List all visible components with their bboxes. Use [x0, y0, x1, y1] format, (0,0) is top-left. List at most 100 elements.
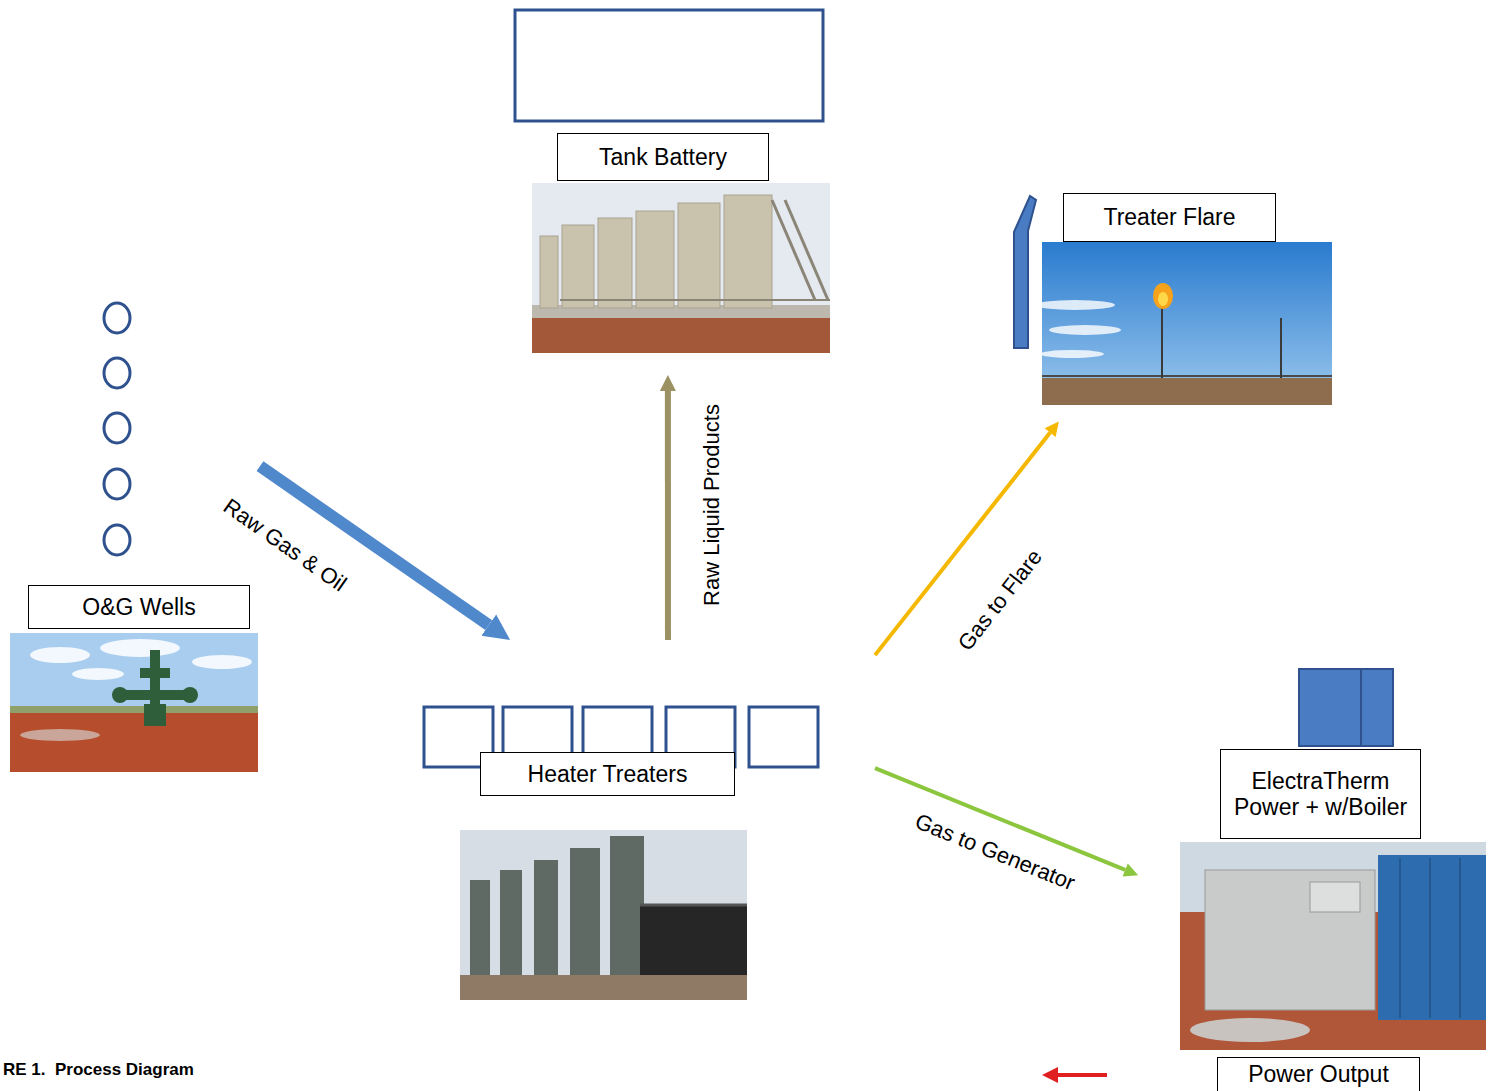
- flow-arrow: [875, 433, 1050, 656]
- wellhead-photo: [120, 690, 190, 700]
- well-symbol: [104, 358, 130, 388]
- wellhead-photo: [100, 639, 180, 657]
- heater-treater-photo: [460, 830, 747, 1000]
- heater-treater-photo: [460, 975, 747, 1000]
- wellhead-photo: [30, 647, 90, 663]
- tank-battery-photo: [540, 236, 558, 308]
- label-box: Tank Battery: [557, 133, 769, 181]
- label-box: O&G Wells: [28, 585, 250, 629]
- flare-photo: [1158, 292, 1168, 306]
- flare-photo: [1035, 300, 1115, 310]
- tank-battery-photo: [772, 200, 815, 300]
- heater-treater-photo: [610, 836, 644, 975]
- heater-treater-photo: [534, 860, 558, 975]
- heater-treater-photo: [640, 904, 747, 907]
- flare-photo: [1035, 242, 1332, 405]
- tank-battery-photo: [532, 183, 830, 353]
- figure-caption: RE 1. Process Diagram: [3, 1060, 194, 1080]
- tank-battery-photo: [785, 200, 828, 300]
- label-box: Power Output: [1217, 1057, 1420, 1091]
- flare-photo: [1042, 378, 1332, 405]
- generator-photo: [1378, 855, 1486, 1020]
- power-arrow: [1056, 1073, 1107, 1077]
- heater-treater-photo: [570, 848, 600, 975]
- tank-battery-photo: [532, 318, 830, 353]
- tank-symbol: [515, 10, 823, 121]
- flare-photo: [1042, 242, 1332, 405]
- flare-photo: [1153, 283, 1173, 309]
- tank-battery-photo: [678, 203, 720, 308]
- wellhead-photo: [192, 655, 252, 669]
- edge-label: Gas to Generator: [911, 808, 1078, 895]
- label-box: Heater Treaters: [480, 752, 735, 796]
- heater-treater-photo: [460, 830, 747, 1000]
- flare-symbol: [1014, 196, 1036, 348]
- node-group: O&G Wells: [10, 300, 260, 772]
- wellhead-photo: [182, 687, 198, 703]
- generator-photo: [1310, 882, 1360, 912]
- generator-photo: [1205, 870, 1375, 1010]
- wellhead-photo: [140, 668, 170, 678]
- tank-battery-photo: [562, 225, 594, 308]
- tank-battery-photo: [532, 183, 830, 353]
- well-symbol: [104, 303, 130, 333]
- edge-label: Raw Liquid Products: [699, 404, 724, 606]
- node-label: Heater Treaters: [528, 761, 688, 787]
- power-arrow: [1042, 1067, 1058, 1083]
- tank-battery-photo: [598, 218, 632, 308]
- generator-photo: [1459, 858, 1461, 1018]
- node-label: O&G Wells: [82, 594, 195, 620]
- wellhead-photo: [112, 687, 128, 703]
- wellhead-photo: [10, 706, 258, 714]
- node-label: Treater Flare: [1103, 204, 1235, 230]
- node-label: Power Output: [1248, 1061, 1389, 1087]
- flow-arrow: [665, 391, 671, 640]
- edge-label: Raw Gas & Oil: [219, 493, 352, 596]
- generator-symbol: [1360, 669, 1362, 746]
- tank-battery-photo: [636, 211, 674, 308]
- well-symbol: [104, 413, 130, 443]
- node-group: Treater Flare: [1010, 190, 1335, 420]
- wellhead-photo: [10, 633, 258, 772]
- wellhead-photo: [144, 704, 166, 726]
- well-symbol: [104, 525, 130, 555]
- label-box: ElectraTherm Power + w/Boiler: [1220, 749, 1421, 839]
- edge-label: Gas to Flare: [953, 545, 1047, 656]
- heater-treater-photo: [640, 905, 747, 975]
- node-group: Heater Treaters: [420, 640, 875, 1000]
- heater-treater-photo: [470, 880, 490, 975]
- flare-photo: [1040, 350, 1104, 358]
- node-group: Tank Battery: [513, 8, 824, 375]
- node-group: Power Output: [1217, 1059, 1420, 1089]
- node-group: ElectraTherm Power + w/Boiler: [1140, 665, 1488, 1050]
- node-label: ElectraTherm Power + w/Boiler: [1228, 768, 1413, 821]
- well-symbol: [104, 303, 130, 555]
- generator-symbol: [1299, 669, 1393, 746]
- wellhead-photo: [150, 650, 160, 710]
- wellhead-photo: [20, 729, 100, 741]
- power-arrow: [1042, 1067, 1107, 1083]
- tank-battery-photo: [724, 195, 772, 308]
- generator-symbol: [1299, 669, 1393, 746]
- generator-photo: [1180, 842, 1486, 1050]
- heater-treater-photo: [500, 870, 522, 975]
- tank-battery-photo: [560, 299, 830, 301]
- generator-photo: [1429, 858, 1431, 1018]
- generator-photo: [1190, 1018, 1310, 1042]
- flare-photo: [1280, 318, 1282, 378]
- wellhead-photo: [10, 713, 258, 772]
- well-symbol: [104, 469, 130, 499]
- treater-symbol: [749, 707, 818, 767]
- flare-photo: [1161, 306, 1163, 378]
- label-box: Treater Flare: [1063, 193, 1276, 242]
- node-label: Tank Battery: [599, 144, 727, 170]
- wellhead-photo: [10, 633, 258, 772]
- wellhead-photo: [72, 668, 124, 680]
- flare-photo: [1042, 375, 1332, 377]
- flare-photo: [1049, 325, 1121, 335]
- generator-photo: [1399, 858, 1401, 1018]
